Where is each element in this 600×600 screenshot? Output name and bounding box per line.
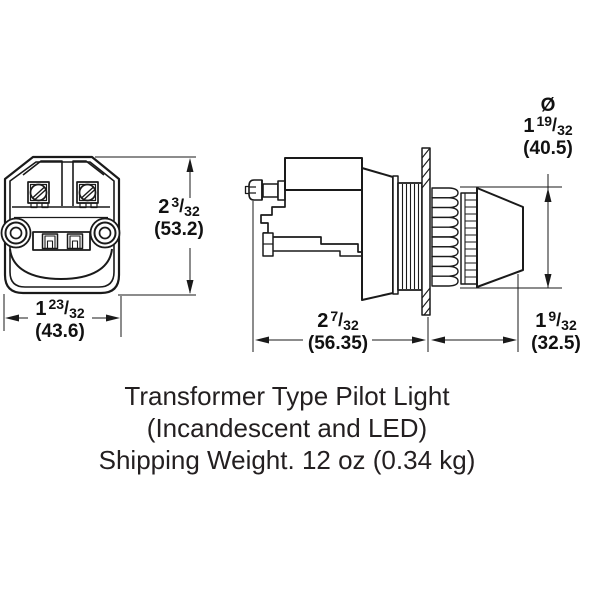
- diameter-symbol: Ø: [540, 95, 556, 116]
- inner-body-outline: [9, 161, 115, 288]
- mounting-panel: [421, 147, 431, 316]
- arrowhead-left: [255, 336, 269, 344]
- metric-value: (56.35): [307, 333, 369, 354]
- panel-hatch-top: [421, 147, 431, 189]
- screw-terminal-left: [27, 181, 50, 209]
- transformer-block: [284, 157, 363, 191]
- metric-value: (32.5): [531, 333, 581, 354]
- arrowhead-right: [106, 314, 120, 322]
- lamp-module-roof-left: [22, 160, 63, 206]
- mounting-ear-hole-right: [98, 226, 112, 240]
- mounting-ear-hole-left: [9, 226, 23, 240]
- rear-screw: [244, 179, 286, 201]
- arrowhead-up: [186, 158, 194, 172]
- screw-terminal-right: [76, 181, 99, 209]
- arrowhead-left: [431, 336, 445, 344]
- switch-body-steps: [260, 190, 362, 257]
- panel-hatch-bottom: [421, 287, 431, 316]
- lens-cap: [476, 187, 524, 288]
- mounting-ear-right: [93, 221, 117, 245]
- metric-value: (53.2): [154, 219, 204, 240]
- caption-lamp-types: (Incandescent and LED): [146, 413, 428, 443]
- dimension-lines: [3, 156, 562, 352]
- caption-shipping-weight: Shipping Weight. 12 oz (0.34 kg): [98, 445, 476, 475]
- mounting-ear-left: [4, 221, 28, 245]
- side-view-drawing: [244, 147, 524, 316]
- arrowhead-down: [544, 274, 552, 288]
- arrowhead-right: [412, 336, 426, 344]
- arrowhead-down: [186, 280, 194, 294]
- flared-cone: [361, 167, 394, 301]
- front-view-drawing: [0, 155, 121, 295]
- metric-value: (43.6): [35, 321, 85, 342]
- arrowhead-left: [5, 314, 19, 322]
- caption-product-name: Transformer Type Pilot Light: [124, 381, 450, 411]
- knurled-ring: [431, 187, 459, 287]
- threaded-barrel: [397, 182, 423, 291]
- ribbed-collar: [460, 192, 478, 285]
- lamp-connector-block: [32, 231, 91, 251]
- metric-value: (40.5): [523, 138, 573, 159]
- arrowhead-right: [503, 336, 517, 344]
- caption: Transformer Type Pilot Light (Incandesce…: [0, 380, 574, 476]
- housing-u-curve: [9, 248, 113, 280]
- arrowhead-up: [544, 188, 552, 202]
- lamp-module-roof-right: [72, 160, 105, 206]
